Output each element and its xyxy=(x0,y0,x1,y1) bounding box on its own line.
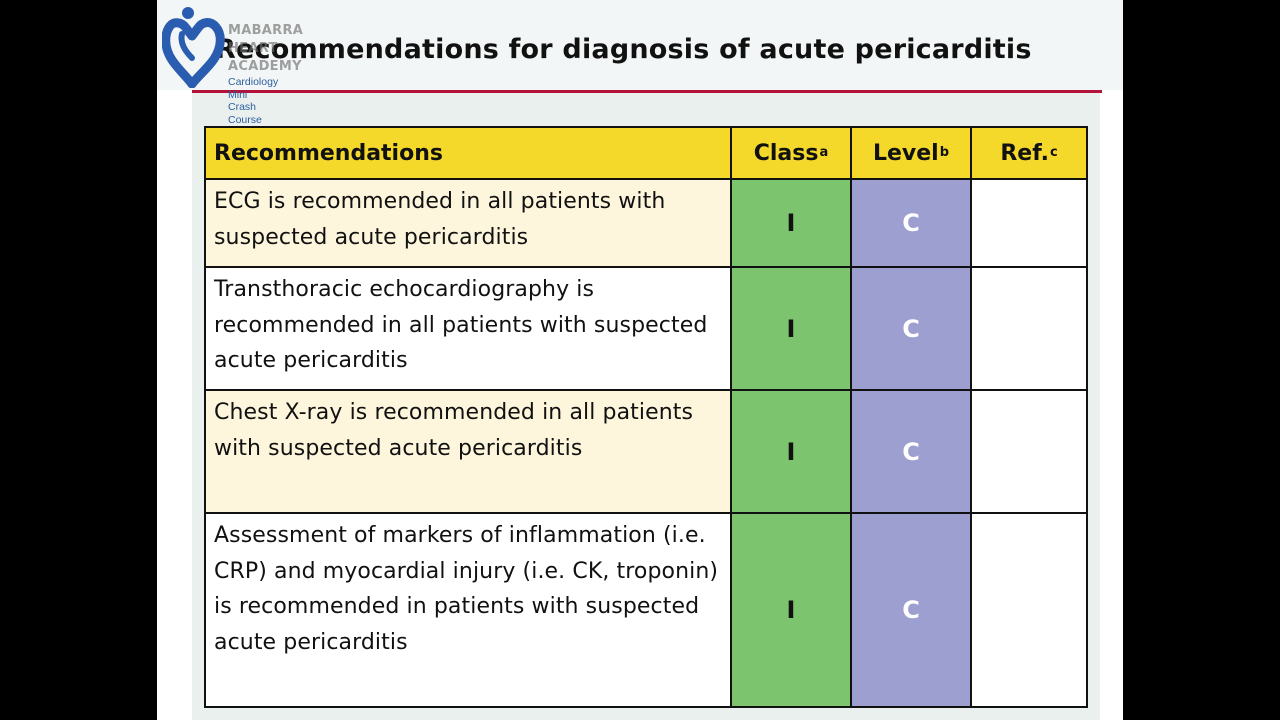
logo-subtitle: Cardiology Mini Crash Course xyxy=(228,76,278,126)
class-cell: I xyxy=(732,268,852,389)
header-ref-label: Ref. xyxy=(1000,140,1049,166)
level-cell: C xyxy=(852,180,972,266)
title-rule xyxy=(192,90,1102,93)
logo-brand-line: MABARRA xyxy=(228,23,304,38)
slide-title: Recommendations for diagnosis of acute p… xyxy=(215,34,1032,65)
class-cell: I xyxy=(732,514,852,706)
logo-brand-line: HEART xyxy=(228,41,278,56)
class-cell: I xyxy=(732,391,852,512)
level-cell: C xyxy=(852,514,972,706)
level-cell: C xyxy=(852,268,972,389)
academy-logo: MABARRA HEART ACADEMY Cardiology Mini Cr… xyxy=(162,4,303,126)
slide-header-band xyxy=(157,0,1123,90)
recommendation-text: ECG is recommended in all patients with … xyxy=(206,180,732,266)
table-row: Chest X-ray is recommended in all patien… xyxy=(206,391,1086,514)
table-row: Transthoracic echocardiography is recomm… xyxy=(206,268,1086,391)
slide: Recommendations for diagnosis of acute p… xyxy=(157,0,1123,720)
heart-logo-icon xyxy=(162,7,225,88)
table-row: Assessment of markers of inflammation (i… xyxy=(206,514,1086,706)
header-level-label: Level xyxy=(872,140,939,166)
ref-cell xyxy=(972,180,1086,266)
ref-cell xyxy=(972,391,1086,512)
level-cell: C xyxy=(852,391,972,512)
recommendation-text: Assessment of markers of inflammation (i… xyxy=(206,514,732,706)
header-recommendations-label: Recommendations xyxy=(214,140,443,166)
recommendation-text: Transthoracic echocardiography is recomm… xyxy=(206,268,732,389)
logo-sub-line: Crash xyxy=(228,101,257,113)
header-class-label: Class xyxy=(753,140,819,166)
ref-cell xyxy=(972,514,1086,706)
logo-sub-line: Mini xyxy=(228,88,248,101)
header-ref: Ref.c xyxy=(1000,140,1058,166)
logo-brand-line: ACADEMY xyxy=(228,59,302,74)
logo-sub-line: Course xyxy=(228,113,262,126)
ref-cell xyxy=(972,268,1086,389)
logo-brand-text: MABARRA HEART ACADEMY xyxy=(228,22,303,76)
header-recommendations: Recommendations xyxy=(206,128,732,178)
recommendation-text: Chest X-ray is recommended in all patien… xyxy=(206,391,732,512)
logo-sub-line: Cardiology xyxy=(228,76,279,88)
table-row: ECG is recommended in all patients with … xyxy=(206,180,1086,268)
class-cell: I xyxy=(732,180,852,266)
